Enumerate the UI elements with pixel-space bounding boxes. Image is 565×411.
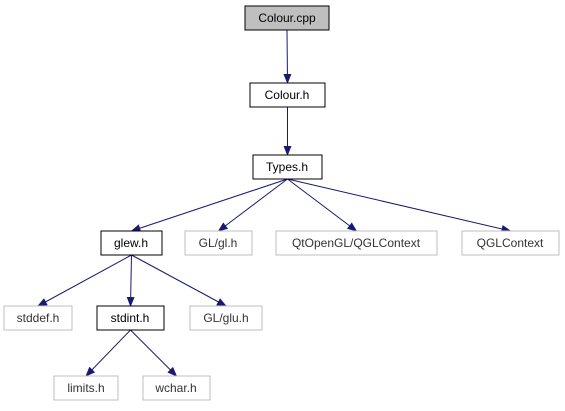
dependency-edges	[37, 29, 512, 377]
node-stddef-h: stddef.h	[3, 305, 73, 331]
node-gl-glu-h: GL/glu.h	[189, 305, 263, 331]
node-label-qtopengl-qglcontext: QtOpenGL/QGLContext	[292, 236, 421, 250]
node-label-colour-cpp: Colour.cpp	[258, 11, 316, 25]
edge-glew-h-to-stdint-h	[126, 254, 135, 307]
node-label-stdint-h: stdint.h	[111, 311, 150, 325]
node-qglcontext: QGLContext	[461, 230, 560, 256]
node-label-wchar-h: wchar.h	[154, 381, 196, 395]
node-limits-h: limits.h	[53, 375, 119, 401]
node-label-gl-gl-h: GL/gl.h	[199, 236, 238, 250]
node-label-limits-h: limits.h	[67, 381, 104, 395]
node-colour-h[interactable]: Colour.h	[249, 82, 326, 108]
node-wchar-h: wchar.h	[142, 375, 211, 401]
node-label-gl-glu-h: GL/glu.h	[203, 311, 248, 325]
edge-colour-cpp-to-colour-h	[283, 29, 292, 84]
node-label-qglcontext: QGLContext	[477, 236, 544, 250]
node-gl-gl-h: GL/gl.h	[184, 230, 253, 256]
node-label-stddef-h: stddef.h	[17, 311, 60, 325]
node-colour-cpp[interactable]: Colour.cpp	[244, 5, 330, 31]
edge-types-h-to-qglcontext	[287, 178, 512, 233]
node-label-glew-h: glew.h	[114, 236, 148, 250]
edge-stdint-h-to-wchar-h	[130, 329, 178, 377]
edge-types-h-to-qtopengl-qglcontext	[287, 178, 358, 232]
edge-types-h-to-glew-h	[130, 178, 288, 232]
node-glew-h[interactable]: glew.h	[100, 230, 163, 256]
node-qtopengl-qglcontext: QtOpenGL/QGLContext	[275, 230, 438, 256]
node-label-types-h: Types.h	[266, 160, 308, 174]
node-types-h[interactable]: Types.h	[252, 154, 323, 180]
node-label-colour-h: Colour.h	[265, 88, 310, 102]
edge-glew-h-to-gl-glu-h	[131, 254, 227, 307]
edge-types-h-to-gl-gl-h	[217, 178, 288, 232]
node-stdint-h[interactable]: stdint.h	[96, 305, 165, 331]
edge-stdint-h-to-limits-h	[85, 329, 131, 377]
edge-glew-h-to-stddef-h	[37, 254, 132, 307]
